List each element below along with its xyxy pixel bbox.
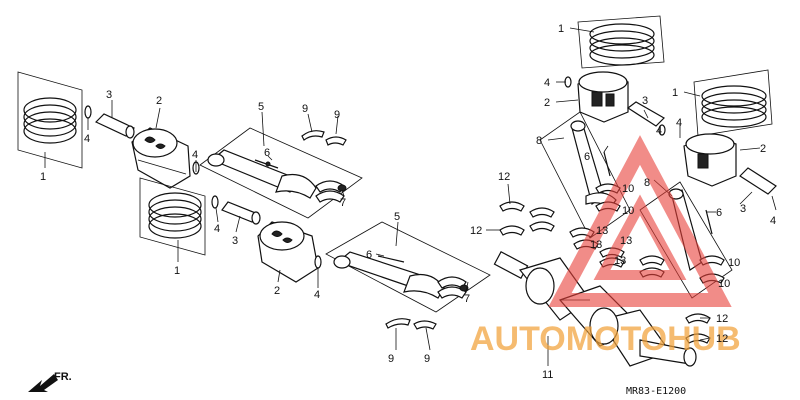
clips-right-top xyxy=(564,76,666,136)
bearings-upper xyxy=(301,130,347,203)
piston-ring-set-right-top xyxy=(577,15,665,69)
piston-right-top xyxy=(577,71,629,123)
callout-1: 1 xyxy=(40,171,46,183)
callout-3: 3 xyxy=(740,203,746,215)
connecting-rod-box-lower xyxy=(325,221,491,313)
callout-4: 4 xyxy=(770,215,776,227)
drawing-code: MR83-E1200 xyxy=(626,386,686,397)
piston-pin-left-top xyxy=(94,113,136,139)
callout-10: 10 xyxy=(622,205,634,217)
callout-13: 13 xyxy=(590,239,602,251)
callout-6: 6 xyxy=(264,147,270,159)
callout-3: 3 xyxy=(642,95,648,107)
callout-10: 10 xyxy=(728,257,740,269)
direction-label: FR. xyxy=(54,371,72,383)
bearings-lower xyxy=(385,318,437,330)
callout-6: 6 xyxy=(716,207,722,219)
callout-7: 7 xyxy=(340,197,346,209)
callout-3: 3 xyxy=(106,89,112,101)
callout-10: 10 xyxy=(718,278,730,290)
callout-10: 10 xyxy=(622,183,634,195)
callout-5: 5 xyxy=(258,101,264,113)
connecting-rod-box-upper xyxy=(199,127,363,219)
callout-labels: 1 3 2 4 4 4 3 1 2 4 5 6 9 9 7 5 6 7 9 9 … xyxy=(40,23,776,381)
callout-11: 11 xyxy=(542,369,553,381)
callout-1: 1 xyxy=(558,23,564,35)
piston-pin-left-bottom xyxy=(221,201,261,225)
callout-12: 12 xyxy=(498,171,510,183)
callout-12: 12 xyxy=(470,225,482,237)
connecting-rod-right-1 xyxy=(539,111,631,239)
callout-9: 9 xyxy=(334,109,340,121)
piston-right-bottom xyxy=(683,133,737,187)
callout-2: 2 xyxy=(274,285,280,297)
callout-7: 7 xyxy=(464,293,470,305)
piston-ring-set-left-bottom xyxy=(139,177,206,256)
callout-4: 4 xyxy=(214,223,220,235)
callout-4: 4 xyxy=(656,125,662,137)
callout-1: 1 xyxy=(672,87,678,99)
callout-9: 9 xyxy=(388,353,394,365)
callout-6: 6 xyxy=(584,151,590,163)
piston-ring-set-left-top xyxy=(17,71,83,169)
piston-ring-set-right-bottom xyxy=(693,69,773,137)
callout-4: 4 xyxy=(544,77,550,89)
callout-1: 1 xyxy=(174,265,180,277)
callout-2: 2 xyxy=(760,143,766,155)
callout-4: 4 xyxy=(84,133,90,145)
callout-3: 3 xyxy=(232,235,238,247)
piston-left-bottom xyxy=(257,221,319,283)
callout-4: 4 xyxy=(676,117,682,129)
front-direction-indicator: FR. xyxy=(28,371,72,392)
callout-13: 13 xyxy=(614,255,626,267)
callout-2: 2 xyxy=(156,95,162,107)
callout-13: 13 xyxy=(620,235,632,247)
watermark-logo xyxy=(548,135,732,307)
callout-13: 13 xyxy=(596,225,608,237)
callout-9: 9 xyxy=(302,103,308,115)
watermark-text: AUTOMOTOHUB xyxy=(470,320,741,358)
callout-12: 12 xyxy=(716,333,728,345)
callout-6: 6 xyxy=(366,249,372,261)
callout-12: 12 xyxy=(716,313,728,325)
arrow-icon xyxy=(28,374,58,392)
piston-left-top xyxy=(131,127,191,189)
callout-4: 4 xyxy=(192,149,198,161)
callout-9: 9 xyxy=(424,353,430,365)
callout-8: 8 xyxy=(644,177,650,189)
callout-8: 8 xyxy=(536,135,542,147)
piston-pin-right-bottom xyxy=(739,167,777,195)
callout-5: 5 xyxy=(394,211,400,223)
callout-2: 2 xyxy=(544,97,550,109)
callout-4: 4 xyxy=(314,289,320,301)
